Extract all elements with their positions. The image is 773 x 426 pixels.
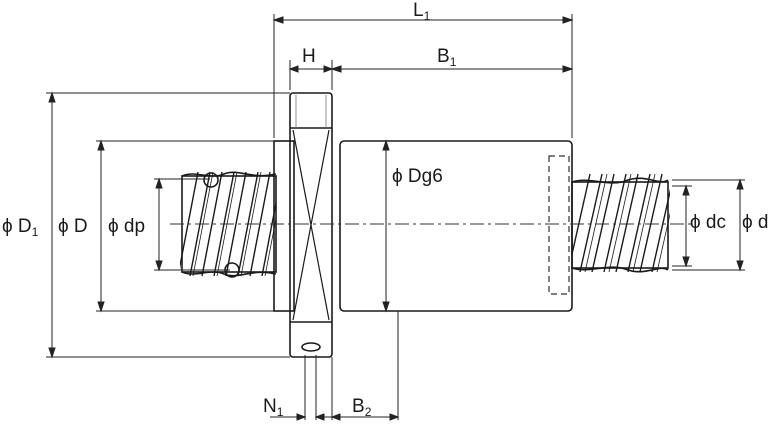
label-B2: B2: [352, 396, 372, 419]
label-dc: ϕ dc: [690, 212, 726, 233]
label-d: ϕ d: [742, 212, 769, 233]
label-B1: B1: [437, 46, 457, 69]
label-H: H: [302, 46, 316, 67]
dimension-lines: [46, 14, 745, 421]
right-screw-shaft: [571, 173, 670, 273]
label-dp: ϕ dp: [108, 216, 145, 237]
label-N1: N1: [263, 396, 284, 419]
hidden-edge: [548, 155, 570, 295]
label-Dg6: ϕ Dg6: [392, 166, 443, 187]
ball-icon: [203, 172, 219, 188]
label-L1: L1: [413, 0, 431, 23]
label-D: ϕ D: [58, 216, 88, 237]
lubrication-hole-icon: [301, 342, 321, 352]
nut-body: [273, 140, 573, 312]
flange: [289, 92, 333, 358]
label-D1: ϕ D1: [2, 216, 39, 239]
